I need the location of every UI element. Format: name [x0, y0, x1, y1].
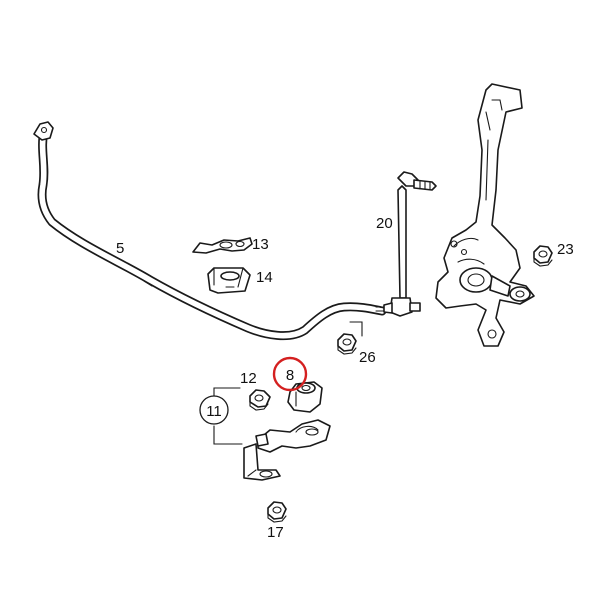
callout-5: 5: [116, 240, 124, 257]
nut-26[interactable]: [337, 321, 363, 355]
nut-23[interactable]: [533, 245, 553, 267]
bracket-group-leader: [213, 387, 243, 445]
callout-12: 12: [240, 370, 257, 387]
callout-20: 20: [376, 215, 393, 232]
callout-8: 8: [286, 367, 294, 384]
nut-12[interactable]: [249, 389, 271, 411]
steering-knuckle[interactable]: [435, 83, 535, 347]
nut-17[interactable]: [267, 501, 287, 523]
callout-circle-11: [199, 395, 229, 425]
callout-23: 23: [557, 241, 574, 258]
connecting-link-20[interactable]: [375, 171, 437, 317]
callout-26: 26: [359, 349, 376, 366]
rubber-bushing-8[interactable]: [287, 381, 323, 413]
clip-13[interactable]: [192, 237, 253, 254]
callout-17: 17: [267, 524, 284, 541]
callout-14: 14: [256, 269, 273, 286]
rubber-mount-14[interactable]: [207, 267, 251, 294]
callout-13: 13: [252, 236, 269, 253]
bracket-clamp[interactable]: [243, 419, 331, 481]
highlight-circle: [272, 356, 308, 392]
stabilizer-bar[interactable]: [33, 121, 387, 341]
callout-11: 11: [206, 403, 222, 420]
